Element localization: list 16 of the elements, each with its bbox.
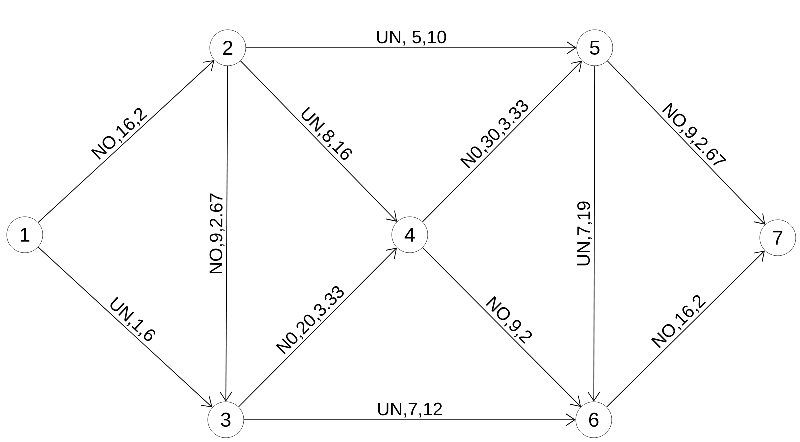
edge-label: UN,7,19 <box>576 200 594 268</box>
arrow <box>422 248 582 408</box>
arrow <box>606 250 766 408</box>
edge-label: UN,7,12 <box>376 402 444 419</box>
arrow <box>220 66 233 402</box>
arrow <box>246 42 577 54</box>
arrow <box>244 414 576 426</box>
edge-label: UN, 5,10 <box>375 30 448 47</box>
edge-label: NO,9,2.67 <box>208 192 226 276</box>
arrow <box>38 60 215 224</box>
arrow <box>607 60 766 225</box>
arrow <box>238 248 398 408</box>
arrow <box>38 246 213 408</box>
arrow <box>422 60 582 222</box>
arrow <box>240 60 398 222</box>
arrow <box>588 66 600 402</box>
